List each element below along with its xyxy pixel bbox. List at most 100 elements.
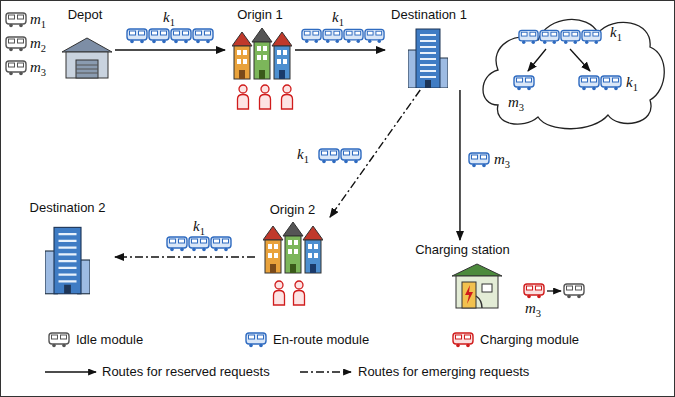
legend-samples [49,333,69,347]
route-buses [365,29,384,43]
charging-station-icon [465,285,473,304]
depot-icon [62,38,112,78]
cloud-outline [514,30,621,90]
idle-modules [6,61,26,75]
legend-text: En-route module [273,332,369,348]
charging-transition [524,284,584,298]
node-label: Charging station [415,240,510,258]
cloud-outline [478,5,670,133]
emerging-route [330,90,420,217]
cloud-outline [519,30,538,44]
legend-text: Routes for reserved requests [102,364,270,380]
reserved-route [295,49,385,50]
emerging-route [115,256,255,257]
route-buses [193,29,213,43]
cloud-outline [483,19,664,128]
charging-station-icon [482,284,492,292]
symbol-letter: k [297,146,304,162]
legend-samples [300,371,351,372]
route-buses [344,29,363,43]
destination-node: Destination 2 [20,198,115,303]
symbol-index: 1 [633,82,638,93]
route-buses [127,29,147,43]
symbol-index: 3 [41,67,46,78]
cloud-outline [570,49,590,71]
route-buses [302,29,321,43]
node-label: Depot [68,5,103,23]
symbol-index: 3 [505,159,510,170]
destination-node: Destination 1 [385,5,473,90]
symbol-index: 1 [339,17,344,28]
passengers [260,85,271,109]
module-symbol: k1 [610,23,622,47]
node-label: Destination 2 [30,198,106,216]
cloud-outline [540,30,559,44]
charging-transition [524,284,544,298]
route-fleet-label: m3 [494,150,510,174]
symbol-index: 3 [536,308,541,319]
passengers [238,85,249,109]
symbol-letter: m [525,300,536,316]
charging-station-icon [452,264,502,276]
route-buses [319,149,339,163]
route-buses [127,29,489,251]
charging-transition [547,290,561,291]
charging-station-icon [476,296,482,308]
symbol-index: 1 [170,17,175,28]
route-fleet-label: k1 [297,145,309,169]
route-buses [469,153,489,167]
idle-modules [6,37,26,51]
idle-modules [6,13,26,75]
origin-houses [232,28,292,79]
destination-buildings [45,227,90,293]
idle-modules [6,13,26,27]
symbol-letter: k [193,218,200,234]
legend-text: Idle module [76,332,143,348]
legend-samples [45,371,96,372]
symbol-letter: k [332,9,339,25]
symbol-letter: k [626,74,633,90]
route-buses [171,29,191,43]
cloud-outline [579,76,599,90]
module-label: m3 [525,299,541,323]
symbol-letter: m [494,151,505,167]
passengers [282,85,293,109]
cloud-outline [561,30,580,44]
symbol-letter: k [163,9,170,25]
route-fleet-label: k1 [332,8,344,32]
reserved-route [115,49,225,50]
depot-icon [76,65,98,73]
symbol-letter: m [30,35,41,51]
route-buses [341,149,361,163]
symbol-index: 1 [41,19,46,30]
symbol-letter: m [30,11,41,27]
legend-text: Routes for emerging requests [358,364,529,380]
symbol-index: 3 [519,102,524,113]
origin-houses [232,28,323,273]
cloud-outline [528,49,546,71]
charging-node: Charging station [405,240,520,315]
legend-samples [453,333,473,347]
route-buses [167,237,187,251]
module-symbol: k1 [626,73,638,97]
depot-node: Depot [55,5,115,80]
module-symbol: m3 [508,93,524,117]
node-label: Origin 1 [237,5,283,23]
symbol-index: 1 [304,154,309,165]
module-label: m2 [30,34,46,58]
charging-transition [564,284,584,298]
passengers [274,281,285,305]
origin-node: Origin 2 [255,200,330,314]
origin-node: Origin 1 [225,5,295,117]
charging-station-icon [462,282,476,308]
charging-station-icon [452,264,502,308]
cloud-outline [601,76,621,90]
module-label: m3 [30,58,46,82]
origin-houses [263,222,323,273]
reserved-route [459,90,460,240]
cloud-outline [514,76,534,90]
symbol-index: 2 [41,43,46,54]
legend-samples [246,333,266,347]
depot-icon [66,52,108,78]
